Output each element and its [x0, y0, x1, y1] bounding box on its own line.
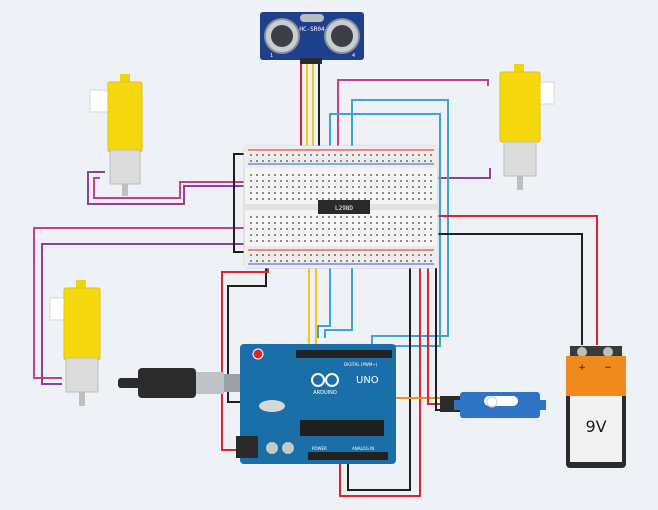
- driver-chip[interactable]: [318, 200, 370, 214]
- arduino-logo: [311, 373, 339, 387]
- motor-bl-wire-a[interactable]: [33, 227, 390, 379]
- motor-bl-gearbox: [63, 287, 101, 361]
- battery-terminal-positive: [603, 347, 613, 357]
- arduino-uno[interactable]: ARDUINO UNO DIGITAL (PWM~) POWER ANALOG …: [236, 344, 396, 464]
- servo-ear-left: [454, 400, 462, 410]
- motor-tr-tab: [514, 64, 524, 74]
- motor-tl-wire-a[interactable]: [87, 171, 245, 205]
- arduino-power-label: POWER: [312, 446, 327, 451]
- motor-bl-shaft: [79, 392, 85, 406]
- arduino-reset-button[interactable]: [252, 348, 264, 360]
- arduino-crystal: [259, 400, 285, 412]
- motor-tl-gearbox: [107, 81, 143, 153]
- sensor-label: HC-SR04: [299, 26, 325, 33]
- sensor-pin-mark-4: 4: [352, 53, 355, 59]
- breadboard-holes: [250, 154, 432, 262]
- motor-bl-tab: [76, 280, 86, 290]
- sensor-pin-header: [300, 58, 322, 64]
- motor-top-right[interactable]: [499, 64, 555, 190]
- sensor-pin-mark-1: 1: [270, 53, 273, 59]
- arduino-model: UNO: [356, 375, 379, 386]
- arduino-digital-header: [296, 350, 392, 358]
- motor-top-left[interactable]: [89, 74, 143, 196]
- battery-white-panel: [570, 396, 622, 462]
- servo-motor[interactable]: [440, 392, 546, 418]
- breadboard[interactable]: L298D: [243, 145, 439, 269]
- motor-tr-shaft: [517, 176, 523, 190]
- usb-cable[interactable]: [118, 368, 246, 398]
- sensor-transducer-left-mesh: [271, 25, 293, 47]
- driver-chip-label: L298D: [335, 205, 353, 212]
- servo-hub: [486, 396, 498, 408]
- sensor-transducer-right-mesh: [331, 25, 353, 47]
- ground-to-arduino-wire[interactable]: [227, 255, 267, 403]
- battery-plus-mark: +: [578, 363, 586, 373]
- battery-terminal-negative: [577, 347, 587, 357]
- motor-tl-wire-b[interactable]: [93, 177, 355, 199]
- motor-tr-gearbox: [499, 71, 541, 143]
- arduino-digital-label: DIGITAL (PWM~): [344, 362, 378, 367]
- servo-ear-right: [538, 400, 546, 410]
- usb-plug-metal: [196, 372, 224, 394]
- motor-bl-wire-b[interactable]: [41, 243, 300, 385]
- motor-tr-axle-mount: [539, 81, 555, 105]
- battery-9v[interactable]: + − 9V: [566, 346, 626, 468]
- arduino-power-analog-header: [308, 452, 388, 460]
- battery-voltage-label: 9V: [585, 417, 606, 436]
- motor-tr-wire-a[interactable]: [337, 79, 489, 155]
- motor-tl-tab: [120, 74, 130, 84]
- motor-tr-can: [503, 141, 537, 177]
- breadboard-bottom-rail: [244, 246, 438, 268]
- motor-bottom-left[interactable]: [49, 280, 101, 406]
- breadboard-top-rail: [244, 146, 438, 168]
- usb-plug-body: [138, 368, 196, 398]
- arduino-power-jack: [236, 436, 258, 458]
- ultrasonic-sensor[interactable]: HC-SR04 1 4: [260, 12, 364, 64]
- motor-bl-can: [65, 357, 99, 393]
- arduino-brand: ARDUINO: [313, 390, 337, 396]
- signal-wire-blue-2[interactable]: [324, 99, 449, 352]
- arduino-capacitor-2: [282, 442, 294, 454]
- usb-cable-strain-relief: [118, 378, 140, 388]
- arduino-analog-label: ANALOG IN: [352, 446, 374, 451]
- arduino-capacitor-1: [266, 442, 278, 454]
- battery-negative-wire[interactable]: [432, 233, 583, 345]
- motor-tl-shaft: [122, 184, 128, 196]
- battery-minus-mark: −: [604, 363, 612, 373]
- battery-label-band: [566, 356, 626, 396]
- arduino-mcu-chip: [300, 420, 384, 436]
- vcc-bottom-wire[interactable]: [339, 238, 421, 497]
- battery-positive-wire[interactable]: [420, 215, 598, 345]
- motor-tl-can: [109, 149, 141, 185]
- gnd-bottom-wire[interactable]: [347, 234, 411, 491]
- sensor-crystal: [300, 14, 324, 22]
